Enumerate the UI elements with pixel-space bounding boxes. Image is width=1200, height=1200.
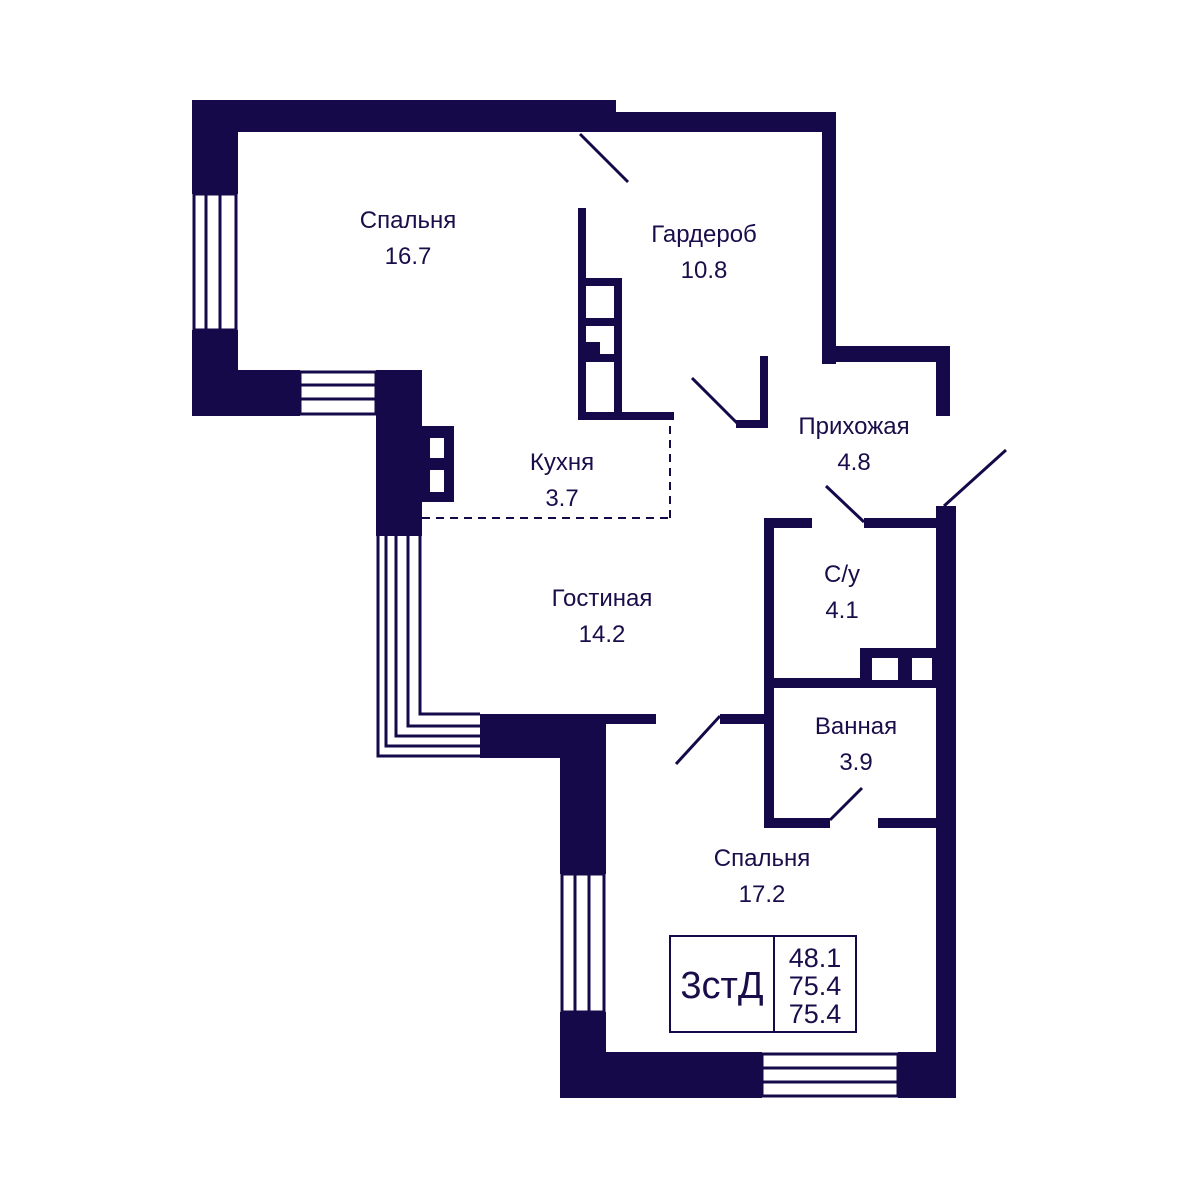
apartment-type-code: 3стД (680, 965, 764, 1007)
room-area-wc: 4.1 (825, 597, 858, 624)
room-area-bathroom: 3.9 (839, 749, 872, 776)
walls (192, 100, 956, 1098)
room-name-living: Гостиная (552, 585, 653, 612)
wall-cutouts (430, 290, 932, 680)
kitchen-zone (422, 426, 672, 519)
room-name-bathroom: Ванная (815, 713, 897, 740)
room-name-wc: С/у (824, 561, 860, 588)
room-labels: Спальня 16.7 Гардероб 10.8 Прихожая 4.8 … (360, 207, 910, 908)
room-name-bedroom-1: Спальня (360, 207, 456, 234)
room-name-hallway: Прихожая (798, 413, 909, 440)
apartment-area-living: 48.1 (789, 943, 842, 973)
room-area-living: 14.2 (579, 621, 626, 648)
room-area-bedroom-2: 17.2 (739, 881, 786, 908)
windows (192, 192, 900, 1098)
room-area-kitchen: 3.7 (545, 485, 578, 512)
room-name-kitchen: Кухня (530, 449, 594, 476)
apartment-area-total-balcony: 75.4 (789, 999, 842, 1029)
door-swings (578, 132, 1008, 822)
room-area-bedroom-1: 16.7 (385, 243, 432, 270)
room-name-wardrobe: Гардероб (651, 221, 757, 248)
apartment-info-box: 3стД 48.1 75.4 75.4 (669, 935, 857, 1033)
apartment-area-total: 75.4 (789, 971, 842, 1001)
room-name-bedroom-2: Спальня (714, 845, 810, 872)
room-area-wardrobe: 10.8 (681, 257, 728, 284)
room-area-hallway: 4.8 (837, 449, 870, 476)
